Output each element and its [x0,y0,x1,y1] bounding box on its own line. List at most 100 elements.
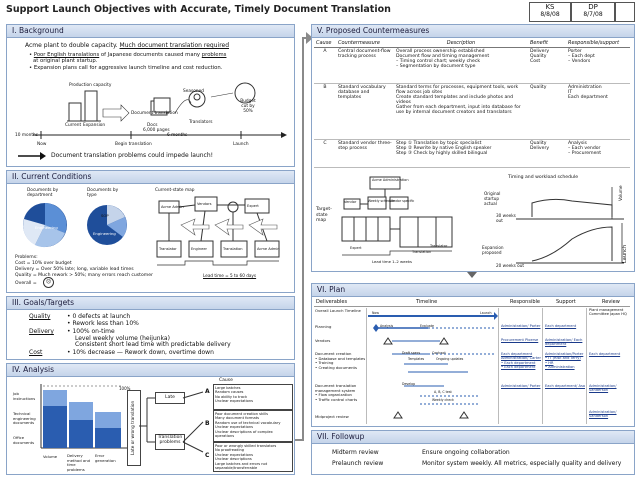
six-months-label: 6 months [167,133,188,138]
timeline-note: Now [372,311,379,315]
support-cell: Each department/ Aso [545,384,586,388]
column-header: Responsible/support [566,40,630,48]
review-cell: Each department [589,352,621,356]
down-arrow-icon [467,272,477,278]
map-box-label: Translator [159,247,177,251]
lead-time-note: Lead time = 5 to 60 days [203,273,257,278]
pie2-label-sop: SOP [101,213,109,218]
map-title: Current-state map [155,188,195,193]
goal-line: • 0 defects at launch [67,313,131,320]
timeline-note: Templates [408,357,425,361]
flow-arrow-icon [295,32,313,441]
cause-letter: A [205,388,210,395]
problems-title: Problems: [15,255,38,260]
responsible-cell: Procurement Ploerse [501,338,539,342]
problem-line: Quality = Much rework > 50%; many errors… [15,273,153,278]
current-label: Current [65,123,82,128]
analysis-bar-chart [40,384,127,449]
column-header: Support [556,299,576,305]
timeline-note: A, B, C test [434,390,452,394]
description-cell: Standard terms for processes, equipment … [394,83,528,140]
benefit-cell: Quality [528,83,566,140]
benefit-cell: Quality Delivery [528,139,566,168]
map-box-label: Vendors [197,202,212,206]
cause-cell: C [314,139,336,168]
goal-line: Level weekly volume (heijunka) [75,335,170,342]
background-diagram [33,82,287,139]
timeline-note: Contract [432,351,446,355]
goal-line: • 100% on-time [67,328,115,335]
approver-initials: DP [588,3,598,11]
followup-detail: Ensure ongoing collaboration [422,449,510,456]
column-divider [542,308,543,424]
section-heading: III. Goals/Targets [7,297,294,310]
timeline-note: Analysis [380,324,394,328]
docs-label: Docs [147,123,158,128]
problem-line: Cost = 10% over budget [15,261,72,266]
review-cell: Plant management Committee Japan HQ [589,308,627,317]
current-conditions-panel: II. Current Conditions Documents by depa… [6,170,295,293]
seasoned-label: Seasoned [183,89,204,94]
goal-line: • 10% decrease — Rework down, overtime d… [67,349,214,356]
expansion-label: Expansion [83,123,106,128]
cause-cell: A [314,47,336,84]
timeline-note: Launch [480,311,492,315]
responsible-cell: Each department Administration/ Carter •… [501,352,541,369]
map-box-label: Acme Administration [372,178,409,182]
translators-label: Translators [189,120,213,125]
chart-left-label: Technical engineering documents [13,411,36,425]
map-box-label: Vendor [344,200,357,204]
review-cell: Administration/ Sanderson [589,410,617,419]
goal-label-delivery: Delivery [29,328,54,335]
cause-cell: B [314,83,336,140]
review-cell: Administration/ Sanderson [589,384,617,393]
background-panel: I. Background Acme plant to double capac… [6,24,295,167]
plan-timeline [368,312,498,419]
begin-translation-label: Begin translation [115,142,152,147]
plan-panel: VI. Plan Deliverables Timeline Responsib… [311,283,635,427]
sad-face-icon: ☹ [43,277,54,288]
map-box-label: Acme Admin [257,247,280,251]
benefit-cell: Delivery Quality Cost [528,47,566,84]
map-box-label: Weekly schedule [368,199,395,203]
countermeasures-panel: V. Proposed Countermeasures Cause Counte… [311,24,635,272]
followup-panel: VII. Followup Midterm review Ensure ongo… [311,430,635,475]
column-header: Cause [314,40,336,48]
problem-line: Delivery = Over 50% late; long, variable… [15,267,134,272]
responsible-cell: Porter – Each dept – Vendors [566,47,630,84]
timeline-note: Evaluate [420,324,434,328]
approval-date: 8/7/08 [583,11,603,18]
support-cell: Administration/Porter • IT (Risk and Ter… [545,352,584,369]
arrow-icon [18,152,46,160]
cause-box-b: Poor document creation skills Many docum… [213,410,293,442]
launch-label: Launch [622,244,628,263]
cause-tree-lines [139,391,204,453]
table-row: C Standard vendor three-step process Ste… [314,139,630,168]
countermeasure-cell: Standard vendor three-step process [336,139,394,168]
timeline-note: Develop [402,382,416,386]
problem-line: Overall = [15,281,37,286]
deliverable-cell: Planning [315,324,332,329]
background-line1: Acme plant to double capacity. Much docu… [25,42,229,49]
pie2-label-eng: Engineering [93,231,116,236]
branch-box-translation: Translation problems [155,434,185,450]
bullet-1: • Poor English translations of Japanese … [29,52,227,58]
deliverable-cell: Midproject review [315,414,349,419]
cause-letter: B [205,420,210,427]
cause-box-a: Large batches Random causes No ability t… [213,384,293,410]
approval-box-1: KS 8/8/08 [529,2,571,22]
cause-column-label: Cause [219,378,233,383]
section-heading: IV. Analysis [7,364,294,377]
chart-left-label: Job instructions [13,391,36,401]
section-heading: VII. Followup [312,431,634,444]
page-title: Support Launch Objectives with Accurate,… [6,4,391,15]
timeline-note: Draft specs [402,351,421,355]
map-box-label: Expert [247,204,259,208]
section-heading: II. Current Conditions [7,171,294,184]
responsible-cell: Administration/ Porter [501,384,541,388]
followup-item: Prelaunch review [332,460,384,467]
deliverable-cell: Document translation management system •… [315,383,358,402]
text: of Japanese documents caused many [99,52,202,58]
text: Expansion plans call for aggressive laun… [33,65,223,71]
goal-line: • Rework less than 10% [67,320,139,327]
